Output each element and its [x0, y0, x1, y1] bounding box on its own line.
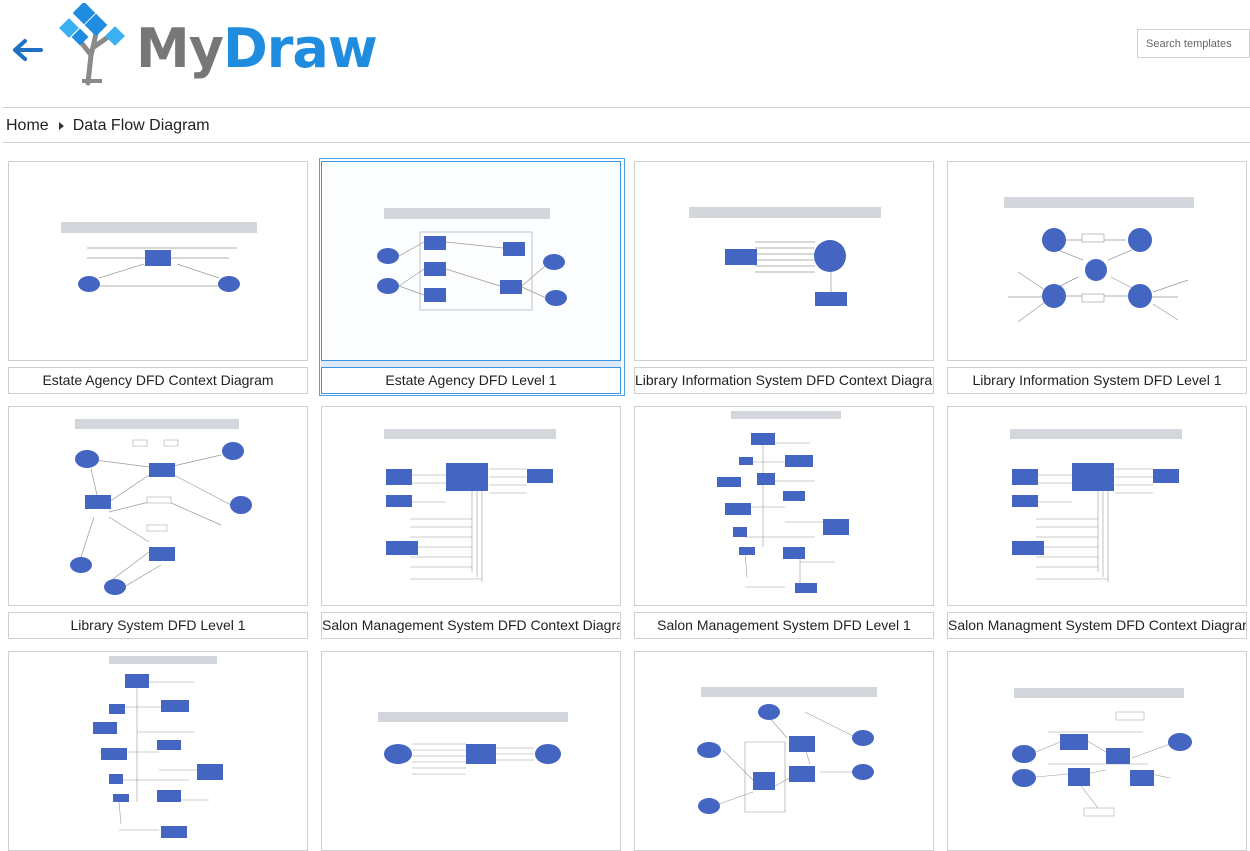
- template-thumbnail[interactable]: [634, 406, 934, 606]
- template-thumbnail[interactable]: [947, 651, 1247, 851]
- header: MyDraw: [0, 0, 1250, 100]
- breadcrumb-home[interactable]: Home: [6, 117, 49, 134]
- back-button[interactable]: [12, 36, 44, 64]
- template-title[interactable]: Library Information System DFD Level 1: [947, 367, 1247, 394]
- arrow-left-icon: [13, 39, 43, 61]
- template-thumbnail[interactable]: [947, 161, 1247, 361]
- search-box[interactable]: [1137, 29, 1250, 58]
- template-thumbnail[interactable]: [634, 161, 934, 361]
- template-title[interactable]: Salon Managment System DFD Context Diagr…: [947, 612, 1247, 639]
- search-input[interactable]: [1138, 30, 1250, 57]
- template-title[interactable]: Library Information System DFD Context D…: [634, 367, 934, 394]
- mydraw-logo: MyDraw: [58, 3, 388, 87]
- template-thumbnail[interactable]: [321, 406, 621, 606]
- template-thumbnail[interactable]: [634, 651, 934, 851]
- breadcrumb-current: Data Flow Diagram: [72, 117, 210, 134]
- template-thumbnail[interactable]: [321, 161, 621, 361]
- breadcrumb: Home Data Flow Diagram: [6, 115, 210, 137]
- template-title[interactable]: Salon Management System DFD Level 1: [634, 612, 934, 639]
- template-thumbnail[interactable]: [321, 651, 621, 851]
- selection-band: [321, 361, 621, 369]
- breadcrumb-divider: [3, 142, 1250, 143]
- template-title[interactable]: Salon Management System DFD Context Diag…: [321, 612, 621, 639]
- template-thumbnail[interactable]: [8, 406, 308, 606]
- logo-wordmark: MyDraw: [136, 17, 378, 80]
- tree-logo-icon: [59, 3, 125, 86]
- template-thumbnail[interactable]: [8, 651, 308, 851]
- template-thumbnail[interactable]: [8, 161, 308, 361]
- template-title[interactable]: Estate Agency DFD Context Diagram: [8, 367, 308, 394]
- logo-text-my: My: [136, 17, 224, 80]
- template-thumbnail[interactable]: [947, 406, 1247, 606]
- logo-text-draw: Draw: [222, 17, 378, 80]
- caret-right-icon: [58, 122, 64, 130]
- template-title[interactable]: Estate Agency DFD Level 1: [321, 367, 621, 394]
- header-divider: [3, 107, 1250, 108]
- template-title[interactable]: Library System DFD Level 1: [8, 612, 308, 639]
